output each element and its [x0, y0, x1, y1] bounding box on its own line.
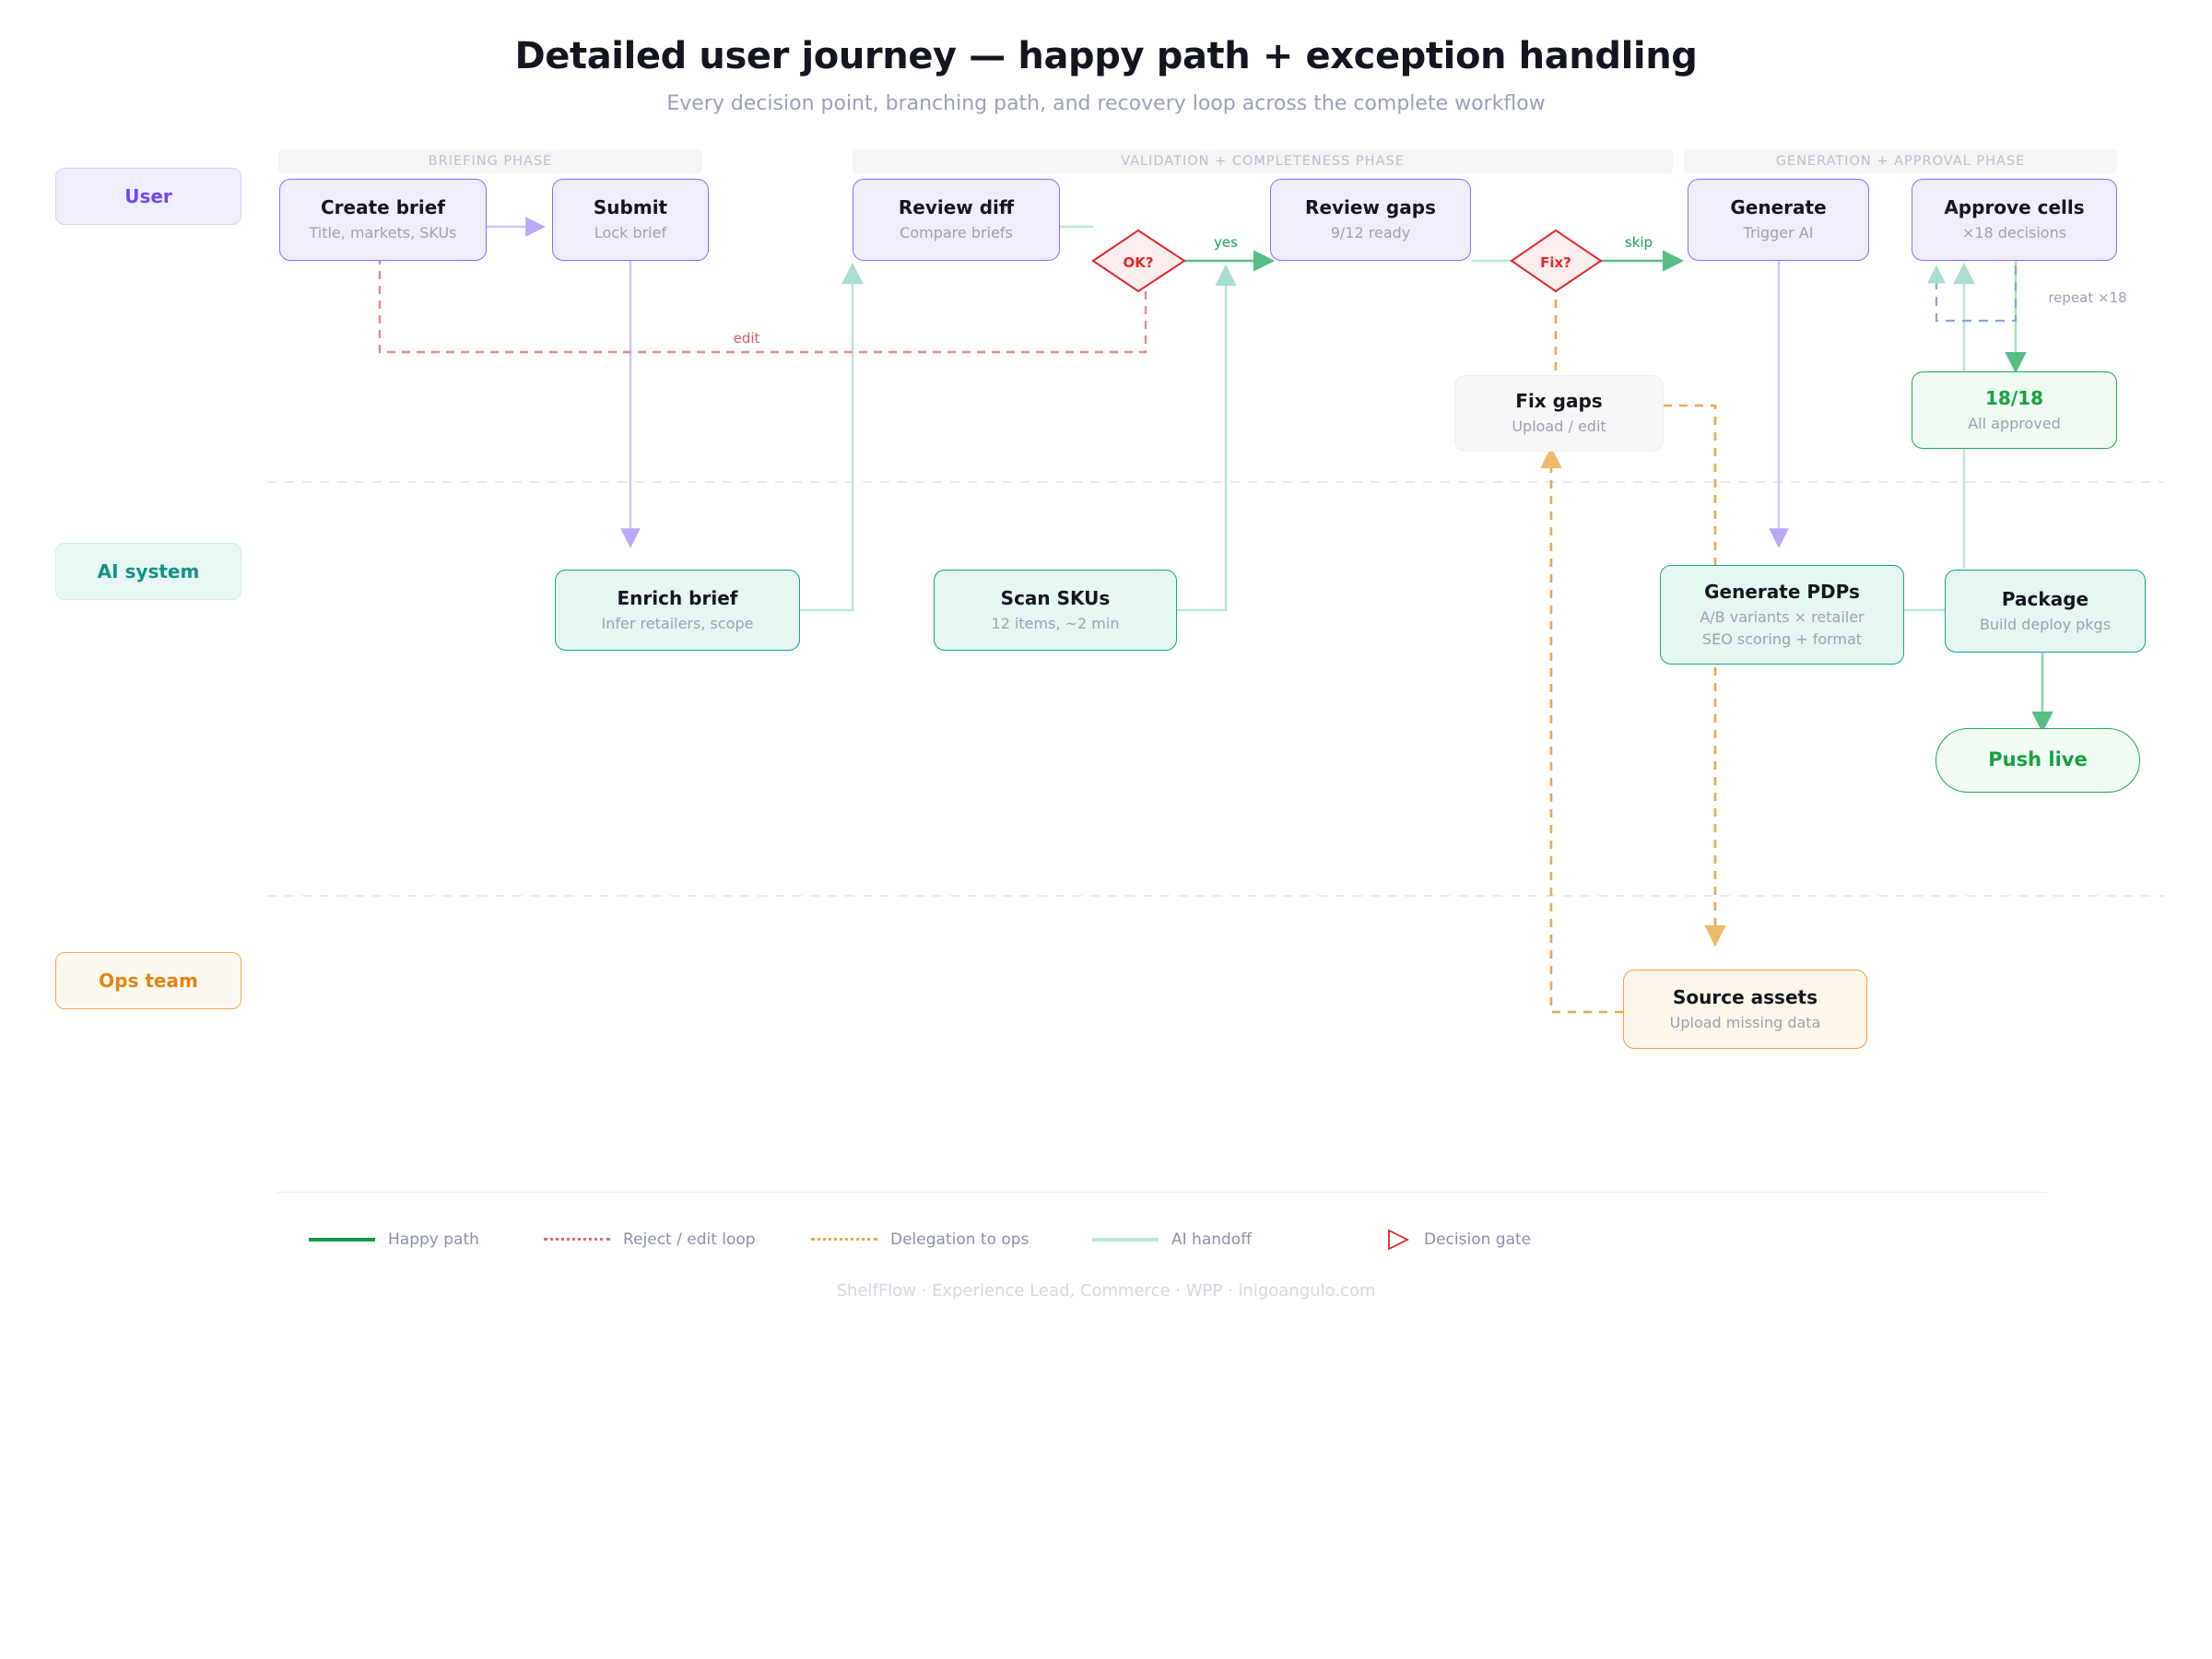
node-subtitle: Title, markets, SKUs	[309, 224, 457, 242]
node-all-approved[interactable]: 18/18 All approved	[1912, 371, 2117, 449]
node-source-assets[interactable]: Source assets Upload missing data	[1623, 970, 1867, 1049]
edge-label-repeat: repeat ×18	[2048, 289, 2126, 306]
node-scan-skus[interactable]: Scan SKUs 12 items, ~2 min	[934, 570, 1177, 651]
legend-divider	[276, 1192, 2046, 1193]
edge-scan-to-review-gaps	[1177, 264, 1237, 612]
node-title: Review gaps	[1305, 196, 1436, 219]
lane-chip-ai-system: AI system	[55, 543, 241, 600]
node-title: Package	[2001, 587, 2089, 610]
node-approve-cells[interactable]: Approve cells ×18 decisions	[1912, 179, 2117, 261]
svg-text:OK?: OK?	[1123, 254, 1153, 271]
node-subtitle: 9/12 ready	[1330, 224, 1411, 242]
decision-gate-ok: OK?	[1091, 229, 1186, 293]
edge-label-skip: skip	[1625, 234, 1653, 251]
lane-label-ai-system: AI system	[97, 560, 200, 582]
node-subtitle: Upload missing data	[1669, 1013, 1821, 1031]
node-title: Push live	[1988, 748, 2088, 771]
legend-label: Decision gate	[1424, 1230, 1532, 1249]
legend-label: Happy path	[388, 1230, 479, 1249]
node-review-gaps[interactable]: Review gaps 9/12 ready	[1270, 179, 1471, 261]
page-subtitle: Every decision point, branching path, an…	[666, 92, 1546, 115]
node-title: Generate	[1730, 196, 1827, 219]
edge-enrich-to-review-diff	[800, 262, 864, 612]
svg-text:Fix?: Fix?	[1540, 254, 1571, 271]
node-subtitle: Trigger AI	[1743, 224, 1814, 242]
phase-bar-generation: Generation + approval phase	[1684, 149, 2117, 173]
node-title: Create brief	[321, 196, 445, 219]
node-title: Source assets	[1673, 985, 1818, 1008]
node-push-live[interactable]: Push live	[1936, 728, 2140, 793]
node-subtitle: Upload / edit	[1512, 418, 1606, 436]
legend-item-decision-gate: Decision gate	[1387, 1221, 1531, 1258]
lane-chip-ops-team: Ops team	[55, 952, 241, 1009]
phase-bar-briefing: Briefing phase	[278, 149, 702, 173]
node-subtitle: All approved	[1968, 414, 2061, 432]
node-package[interactable]: Package Build deploy pkgs	[1945, 570, 2146, 653]
legend-label: Delegation to ops	[890, 1230, 1030, 1249]
footer-credit: ShelfFlow · Experience Lead, Commerce · …	[836, 1281, 1376, 1300]
node-subtitle-2: SEO scoring + format	[1701, 629, 1863, 648]
legend-item-ai-handoff: AI handoff	[1092, 1221, 1252, 1258]
lane-label-ops-team: Ops team	[99, 970, 198, 992]
lane-chip-user: User	[55, 168, 241, 225]
node-subtitle: Compare briefs	[900, 224, 1013, 242]
edge-label-yes: yes	[1214, 234, 1238, 251]
node-create-brief[interactable]: Create brief Title, markets, SKUs	[279, 179, 487, 261]
node-title: Approve cells	[1944, 196, 2085, 219]
node-submit[interactable]: Submit Lock brief	[552, 179, 709, 261]
node-title: Review diff	[898, 196, 1015, 219]
legend-item-happy-path: Happy path	[309, 1221, 479, 1258]
node-title: 18/18	[1985, 386, 2043, 409]
node-subtitle: A/B variants × retailer	[1700, 607, 1865, 626]
edge-label-edit: edit	[734, 330, 760, 347]
node-subtitle: 12 items, ~2 min	[991, 614, 1120, 632]
node-title: Fix gaps	[1515, 390, 1603, 413]
lane-label-user: User	[124, 185, 172, 207]
node-subtitle: ×18 decisions	[1961, 224, 2067, 242]
node-generate-pdps[interactable]: Generate PDPs A/B variants × retailer SE…	[1660, 565, 1904, 665]
page-title: Detailed user journey — happy path + exc…	[514, 35, 1698, 77]
legend-item-delegation: Delegation to ops	[811, 1221, 1029, 1258]
node-enrich-brief[interactable]: Enrich brief Infer retailers, scope	[555, 570, 800, 651]
node-title: Scan SKUs	[1000, 586, 1111, 609]
edge-edit-loop	[378, 261, 1147, 354]
edge-repeat-loop	[1927, 265, 2018, 323]
legend-label: AI handoff	[1171, 1230, 1252, 1249]
node-fix-gaps[interactable]: Fix gaps Upload / edit	[1454, 375, 1664, 452]
node-review-diff[interactable]: Review diff Compare briefs	[853, 179, 1060, 261]
phase-bar-validation: Validation + completeness phase	[853, 149, 1673, 173]
edge-fixgaps-to-source	[1664, 404, 1726, 947]
legend-item-reject-loop: Reject / edit loop	[544, 1221, 756, 1258]
node-generate[interactable]: Generate Trigger AI	[1688, 179, 1869, 261]
node-title: Enrich brief	[617, 586, 738, 609]
legend-label: Reject / edit loop	[623, 1230, 756, 1249]
legend: Happy path Reject / edit loop Delegation…	[276, 1221, 2046, 1258]
node-subtitle: Lock brief	[594, 224, 667, 242]
node-title: Generate PDPs	[1704, 580, 1860, 603]
node-title: Submit	[593, 196, 668, 219]
decision-gate-fix: Fix?	[1510, 229, 1603, 293]
edge-source-to-fixgaps	[1540, 446, 1623, 1014]
node-subtitle: Infer retailers, scope	[601, 614, 754, 632]
node-subtitle: Build deploy pkgs	[1979, 615, 2112, 633]
